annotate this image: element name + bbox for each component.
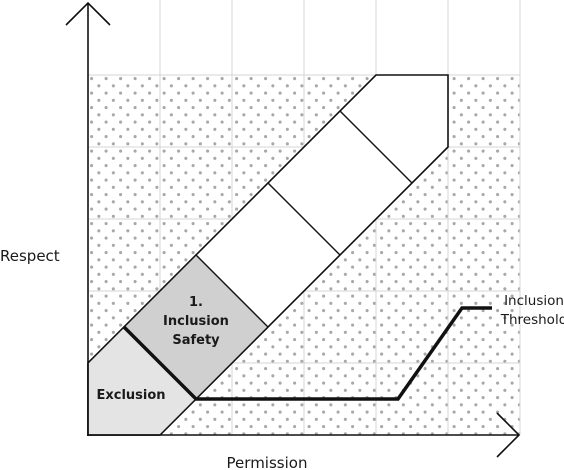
y-axis	[65, 1, 111, 436]
x-axis-arrow-icon	[496, 412, 521, 458]
inclusion-safety-label-line-3: Safety	[172, 333, 220, 348]
inclusion-safety-label-line-2: Inclusion	[163, 314, 229, 329]
y-axis-arrow-icon	[65, 1, 111, 26]
exclusion-label: Exclusion	[96, 388, 165, 403]
y-axis-label: Respect	[0, 247, 60, 265]
band-divider	[339, 110, 413, 184]
band-divider	[267, 182, 341, 256]
x-axis-label: Permission	[227, 454, 308, 470]
inclusion-threshold-line	[122, 306, 492, 401]
inclusion-safety-label-line-1: 1.	[189, 295, 203, 310]
x-axis	[87, 412, 521, 458]
threshold-label-line-2: Threshold	[500, 312, 564, 328]
threshold-label-line-1: Inclusion	[504, 293, 564, 309]
band-dividers	[267, 110, 413, 256]
